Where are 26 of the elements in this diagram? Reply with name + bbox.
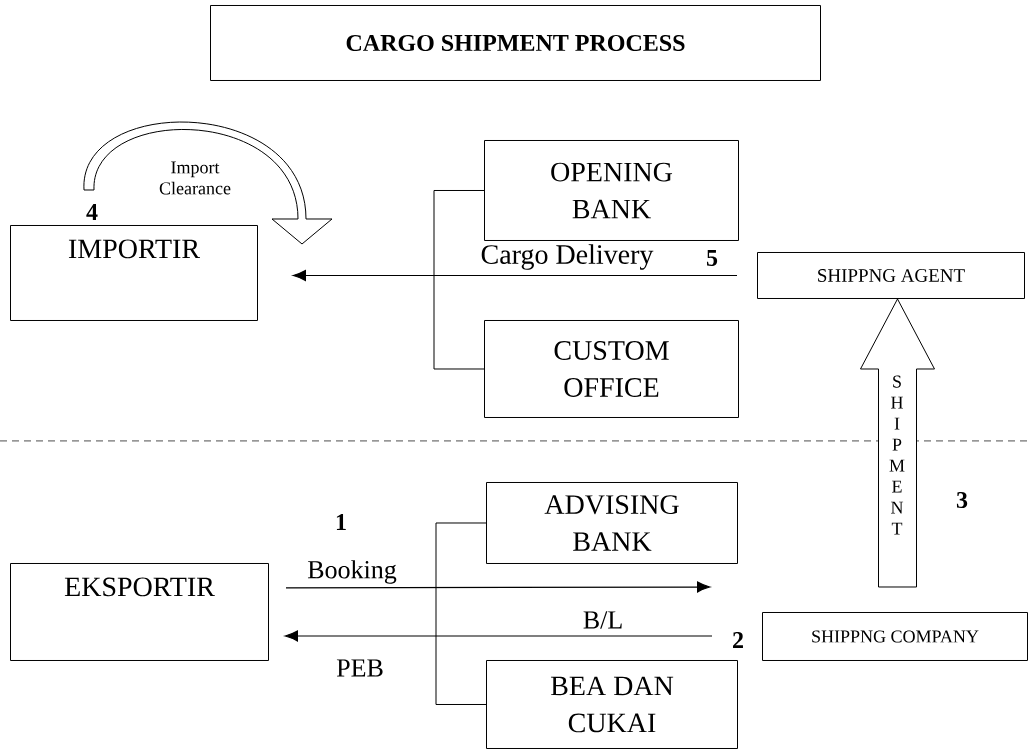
process-box: SHIPPNG AGENT bbox=[757, 252, 1025, 299]
edge-label: Booking bbox=[306, 559, 398, 585]
process-box: EKSPORTIR bbox=[10, 563, 269, 661]
block-arrow bbox=[83, 121, 333, 245]
text-label: PEB bbox=[336, 659, 383, 677]
bracket-line bbox=[435, 522, 487, 705]
edge-label: SHIPMENT bbox=[889, 375, 905, 535]
process-box: ADVISING BANK bbox=[486, 482, 738, 564]
title-box: CARGO SHIPMENT PROCESS bbox=[210, 5, 821, 81]
step-number: 3 bbox=[956, 491, 968, 509]
edge-label: Import Clearance bbox=[159, 161, 231, 195]
process-box: SHIPPNG COMPANY bbox=[762, 612, 1028, 661]
step-number: 1 bbox=[336, 514, 346, 530]
process-box: CUSTOM OFFICE bbox=[484, 320, 739, 418]
arrow bbox=[285, 581, 711, 593]
step-number: 5 bbox=[706, 250, 718, 266]
arrow bbox=[284, 630, 713, 642]
process-box: BEA DAN CUKAI bbox=[486, 660, 738, 749]
step-number: 2 bbox=[733, 632, 743, 648]
edge-label: B/L bbox=[581, 610, 625, 630]
process-box: IMPORTIR bbox=[10, 225, 258, 321]
arrow bbox=[292, 269, 738, 282]
edge-label: Cargo Delivery bbox=[479, 243, 655, 271]
process-box: OPENING BANK bbox=[484, 140, 739, 241]
block-arrow bbox=[860, 298, 935, 588]
bracket-line bbox=[433, 190, 485, 370]
